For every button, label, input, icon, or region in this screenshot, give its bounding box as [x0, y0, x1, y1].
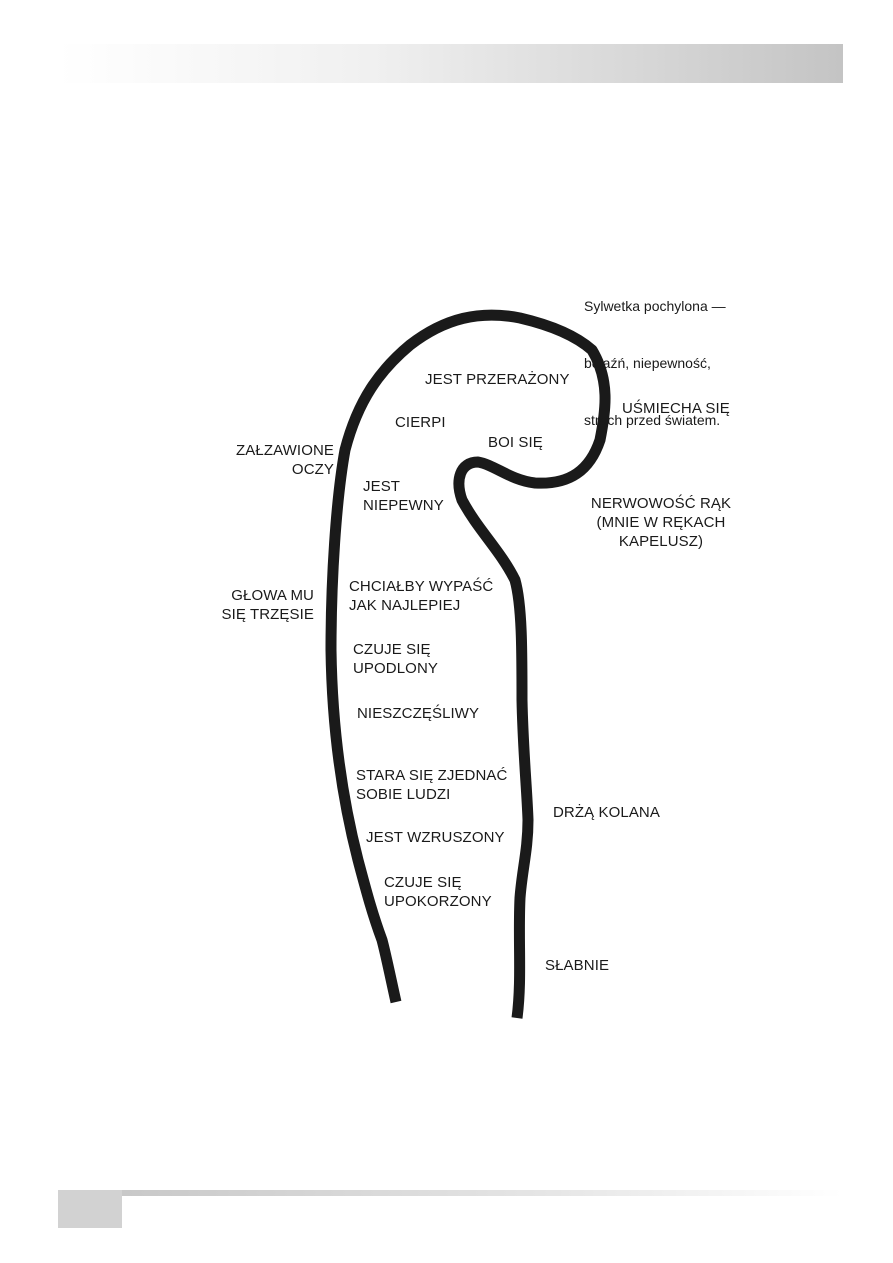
caption-line-2: bojaźń, niepewność,: [584, 355, 711, 371]
label-cierpi: CIERPI: [395, 414, 446, 431]
label-chcialby-wypasc: CHCIAŁBY WYPAŚĆ JAK NAJLEPIEJ: [349, 578, 494, 614]
label-usmiecha-sie: UŚMIECHA SIĘ: [622, 400, 730, 417]
label-boi-sie: BOI SIĘ: [488, 434, 543, 451]
label-glowa-mu-sie-trzesie: GŁOWA MU SIĘ TRZĘSIE: [221, 587, 314, 623]
header-band: [58, 44, 843, 83]
label-nerwowosc-rak: NERWOWOŚĆ RĄK (MNIE W RĘKACH KAPELUSZ): [590, 495, 732, 550]
label-zalzawione-oczy: ZAŁZAWIONE OCZY: [236, 442, 334, 478]
label-czuje-sie-upokorzony: CZUJE SIĘ UPOKORZONY: [384, 874, 492, 910]
label-drza-kolana: DRŻĄ KOLANA: [553, 804, 660, 821]
page-number-box: [58, 1190, 122, 1228]
label-stara-sie-zjednac: STARA SIĘ ZJEDNAĆ SOBIE LUDZI: [356, 767, 508, 803]
label-czuje-sie-upodlony: CZUJE SIĘ UPODLONY: [353, 641, 438, 677]
label-jest-wzruszony: JEST WZRUSZONY: [366, 829, 505, 846]
caption: Sylwetka pochylona — bojaźń, niepewność,…: [584, 259, 726, 449]
footer-band: [122, 1190, 842, 1196]
label-jest-przerazony: JEST PRZERAŻONY: [425, 371, 570, 388]
silhouette-back-line: [325, 309, 611, 1019]
label-slabnie: SŁABNIE: [545, 957, 610, 974]
caption-line-3: strach przed światem.: [584, 412, 721, 428]
label-jest-niepewny: JEST NIEPEWNY: [363, 478, 444, 514]
label-nieszczesliwy: NIESZCZĘŚLIWY: [357, 705, 480, 722]
caption-line-1: Sylwetka pochylona —: [584, 298, 726, 314]
